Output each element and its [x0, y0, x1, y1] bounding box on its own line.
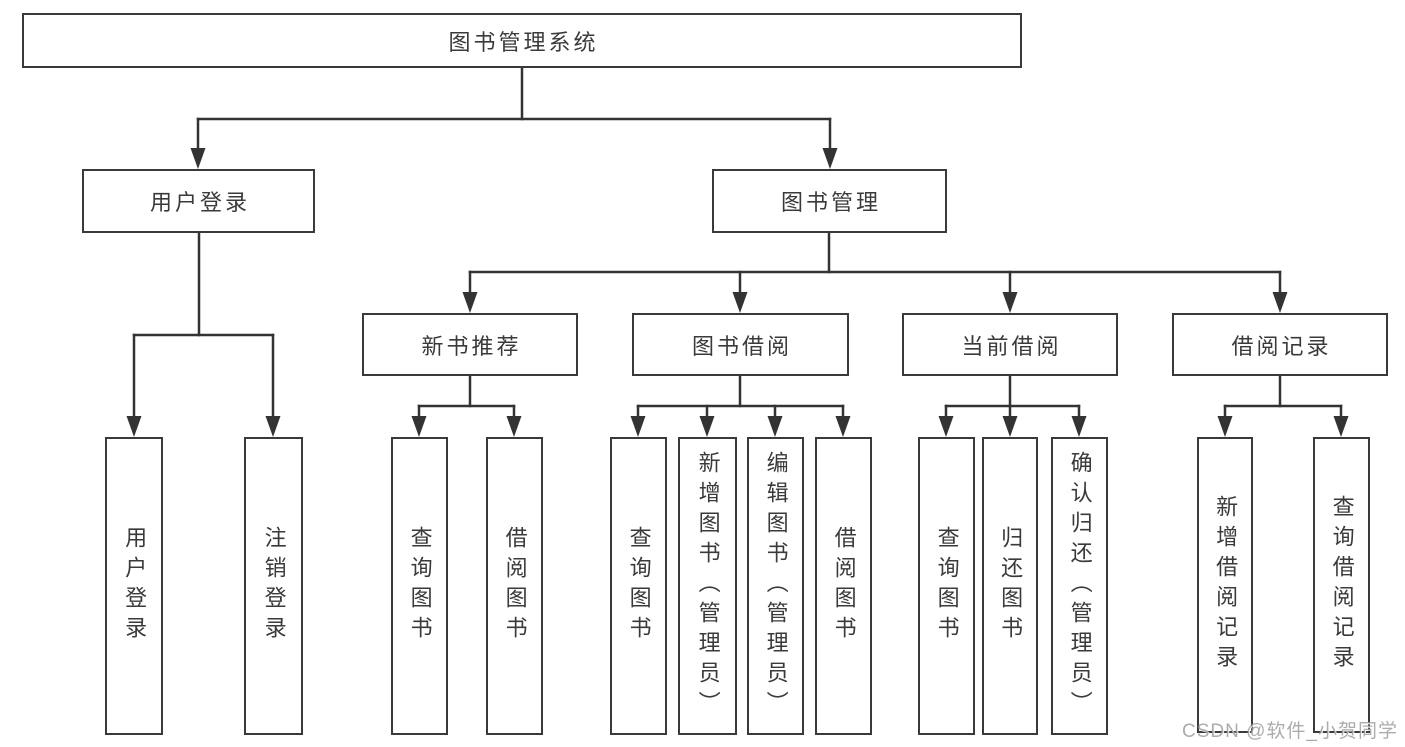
leaf-current-return-books: 归还图书: [982, 437, 1038, 735]
node-borrow-record: 借阅记录: [1172, 313, 1388, 376]
node-label: 当前借阅: [961, 333, 1062, 359]
leaf-current-confirm-return-admin: 确认归还（管理员）: [1051, 437, 1108, 735]
node-current-borrow: 当前借阅: [902, 313, 1118, 376]
node-label: 借阅记录: [1231, 333, 1332, 359]
node-new-book-recommend: 新书推荐: [362, 313, 578, 376]
leaf-borrow-borrow-books: 借阅图书: [815, 437, 872, 735]
node-label: 用户登录: [122, 526, 148, 646]
leaf-recommend-borrow-books: 借阅图书: [486, 437, 543, 735]
node-label: 查询借阅记录: [1329, 495, 1355, 675]
leaf-recommend-query-books: 查询图书: [391, 437, 448, 735]
node-label: 注销登录: [261, 526, 287, 646]
leaf-logout-login: 注销登录: [244, 437, 303, 735]
node-label: 查询图书: [626, 526, 652, 646]
node-label: 确认归还（管理员）: [1067, 451, 1093, 721]
node-label: 编辑图书（管理员）: [763, 451, 789, 721]
csdn-watermark: CSDN @软件_小贺同学: [1182, 721, 1398, 742]
leaf-record-add: 新增借阅记录: [1197, 437, 1253, 733]
node-book-management-branch: 图书管理: [712, 169, 947, 233]
node-label: 借阅图书: [831, 526, 857, 646]
node-label: 借阅图书: [502, 526, 528, 646]
leaf-borrow-edit-books-admin: 编辑图书（管理员）: [747, 437, 804, 735]
node-label: 新书推荐: [421, 333, 522, 359]
leaf-current-query-books: 查询图书: [918, 437, 975, 735]
leaf-borrow-add-books-admin: 新增图书（管理员）: [678, 437, 737, 735]
node-label: 查询图书: [934, 526, 960, 646]
node-user-login-branch: 用户登录: [82, 169, 315, 233]
node-label: 查询图书: [407, 526, 433, 646]
leaf-user-login: 用户登录: [105, 437, 163, 735]
node-label: 新增借阅记录: [1213, 495, 1239, 675]
node-label: 新增图书（管理员）: [695, 451, 721, 721]
node-label: 图书借阅: [691, 333, 792, 359]
node-book-borrow: 图书借阅: [632, 313, 849, 376]
leaf-record-query: 查询借阅记录: [1313, 437, 1370, 733]
node-label: 用户登录: [149, 190, 250, 215]
node-library-management-system: 图书管理系统: [22, 13, 1022, 68]
node-label: 图书管理系统: [448, 29, 599, 55]
node-label: 图书管理: [780, 190, 881, 215]
node-label: 归还图书: [998, 526, 1024, 646]
leaf-borrow-query-books: 查询图书: [610, 437, 667, 735]
